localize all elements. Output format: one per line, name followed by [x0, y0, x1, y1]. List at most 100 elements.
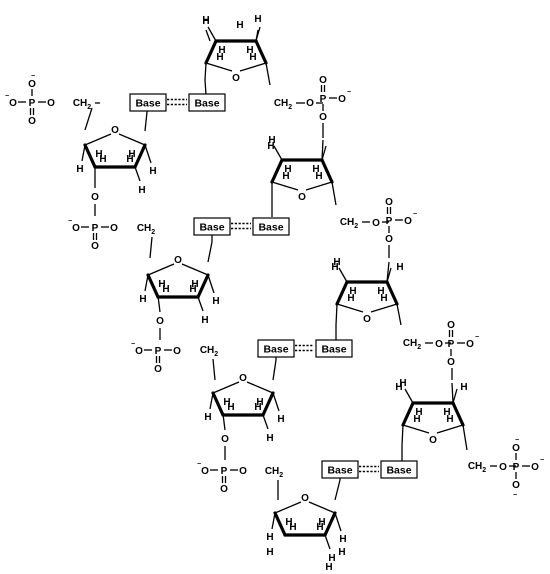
ring-oxygen-label: O: [111, 125, 119, 136]
oxygen-label: O: [28, 116, 36, 127]
hydrogen-label: H: [315, 171, 322, 182]
hydrogen-label: H: [254, 402, 261, 413]
ring-bond: [451, 401, 465, 427]
oxygen-label: O: [435, 339, 443, 350]
hydrogen-label: H: [396, 262, 403, 273]
bond-line: [207, 26, 217, 42]
ring-bond: [320, 158, 334, 184]
ring-bond: [133, 143, 147, 169]
hydrogen-label: H: [285, 517, 292, 528]
hydrogen-label: H: [267, 141, 274, 152]
bond-line: [401, 424, 404, 446]
base-label: Base: [199, 222, 224, 234]
bond-line: [402, 424, 430, 434]
oxygen-label: O: [154, 364, 162, 375]
bond-line: [336, 303, 364, 313]
hydrogen-label: H: [216, 52, 223, 63]
bond-line: [334, 479, 341, 501]
hydrogen-label: H: [138, 185, 145, 196]
hydrogen-label: H: [204, 412, 211, 423]
hydrogen-label: H: [99, 154, 106, 165]
ring-oxygen-label: O: [232, 73, 240, 84]
ring-bond: [385, 280, 399, 306]
oxygen-label: O: [512, 443, 520, 454]
bond-line: [81, 144, 86, 162]
oxygen-label: O: [110, 223, 118, 234]
hydrogen-label: H: [256, 397, 263, 408]
bond-line: [246, 381, 274, 394]
base-label: Base: [321, 344, 346, 356]
hydrogen-label: H: [128, 149, 135, 160]
phosphorus-label: P: [92, 223, 99, 234]
bond-line: [324, 534, 331, 550]
bond-line: [205, 29, 211, 42]
oxygen-label: O: [221, 434, 229, 445]
hydrogen-label: H: [201, 315, 208, 326]
hydrogen-label: H: [266, 547, 273, 558]
hydrogen-label: H: [202, 16, 209, 27]
oxygen-label: O: [91, 192, 99, 203]
charge-label: −: [540, 457, 544, 464]
hydrogen-label: H: [415, 407, 422, 418]
oxygen-label: O: [512, 480, 520, 491]
base-box-right-1: [188, 93, 226, 112]
bond-line: [436, 424, 464, 434]
bond-line: [262, 414, 269, 430]
ring-bond: [335, 280, 349, 306]
bond-line: [204, 62, 207, 81]
hydrogen-label: H: [338, 547, 345, 558]
hydrogen-label: H: [76, 164, 83, 175]
ring-oxygen-label: O: [298, 192, 306, 203]
hydrogen-label: H: [413, 414, 420, 425]
bond-line: [205, 62, 233, 72]
bond-line: [321, 139, 324, 161]
oxygen-label: O: [385, 197, 393, 208]
hydrogen-label: H: [312, 164, 319, 175]
ring-bond: [196, 273, 210, 299]
hydrogen-label: H: [218, 45, 225, 56]
hydrogen-label: H: [284, 164, 291, 175]
bond-line: [305, 181, 333, 191]
ring-oxygen-label: O: [174, 255, 182, 266]
bond-line: [204, 79, 207, 96]
hydrogen-label: H: [395, 382, 402, 393]
hydrogen-label: H: [212, 296, 219, 307]
bond-line: [118, 133, 146, 146]
ring-bond: [254, 39, 268, 65]
ring-bond: [83, 143, 97, 169]
base-label: Base: [327, 465, 352, 477]
hydrogen-label: H: [333, 257, 340, 268]
ch2-label: CH2: [340, 217, 358, 230]
ring-bond: [270, 158, 284, 184]
hydrogen-label: H: [191, 279, 198, 290]
hydrogen-label: H: [126, 154, 133, 165]
hydrogen-label: H: [223, 397, 230, 408]
hydrogen-label: H: [377, 286, 384, 297]
base-box-right-3: [315, 339, 353, 358]
bond-line: [209, 392, 214, 410]
base-label: Base: [194, 98, 219, 110]
bond-line: [134, 166, 141, 182]
hydrogen-label: H: [339, 534, 346, 545]
ch2-label: CH2: [137, 223, 155, 236]
phosphorus-label: P: [221, 466, 228, 477]
base-label: Base: [135, 98, 160, 110]
phosphorus-label: P: [155, 346, 162, 357]
ch2-label: CH2: [265, 466, 283, 479]
ring-oxygen-label: O: [301, 493, 309, 504]
hydrogen-label: H: [202, 15, 209, 26]
hydrogen-label: H: [277, 414, 284, 425]
oxygen-label: O: [47, 98, 55, 109]
bond-line: [265, 62, 271, 86]
bond-line: [274, 501, 302, 514]
oxygen-label: O: [9, 98, 17, 109]
bond-line: [149, 236, 153, 259]
bond-line: [207, 241, 213, 263]
charge-label: −: [513, 492, 517, 499]
bond-line: [271, 512, 276, 530]
oxygen-label: O: [239, 466, 247, 477]
bond-line: [271, 181, 299, 191]
hydrogen-label: H: [347, 293, 354, 304]
ring-oxygen-label: O: [363, 314, 371, 325]
